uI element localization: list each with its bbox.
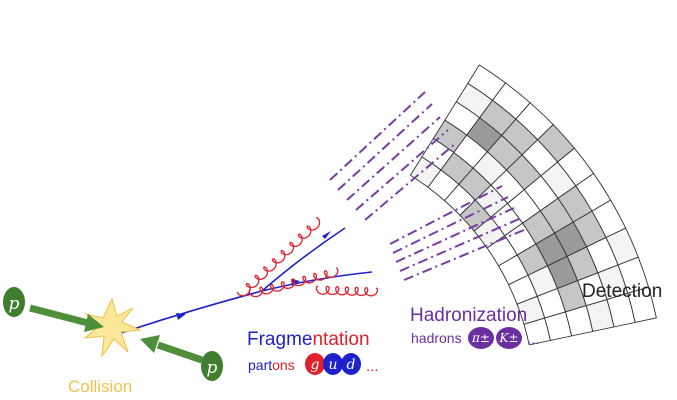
down-quark-badge: d <box>341 353 361 375</box>
proton-arrow-right <box>140 335 204 364</box>
up-quark-badge: u <box>323 353 343 375</box>
proton-left: p <box>3 287 25 317</box>
quark-arrowheads <box>176 231 331 320</box>
fragmentation-label-blue: Fragme <box>247 329 312 350</box>
gluon-curl <box>248 267 339 298</box>
partons-label: partons <box>248 357 295 373</box>
gluon-badge: g <box>305 353 325 375</box>
partons-label-red: ons <box>272 357 295 373</box>
hadron-jet-upper <box>329 91 457 221</box>
gluon-curl <box>315 285 379 297</box>
proton-arrow-left <box>29 304 104 332</box>
collision-label: Collision <box>68 377 132 396</box>
proton-left-label: p <box>9 294 20 314</box>
detection-label: Detection <box>582 281 662 302</box>
detector-cell <box>627 286 657 323</box>
pion-badge: π± <box>468 327 494 349</box>
hadrons-label: hadrons <box>411 330 462 346</box>
kaon-badge: K± <box>496 327 522 349</box>
hadrons-ellipsis: ... <box>527 331 540 348</box>
partons-ellipsis: ... <box>366 358 379 375</box>
down-quark-badge-label: d <box>347 357 356 373</box>
fragmentation-label: Fragmentation <box>247 329 370 350</box>
proton-right-label: p <box>207 358 218 378</box>
partons-label-blue: part <box>248 357 272 373</box>
pion-badge-label: π± <box>471 331 490 345</box>
gluon-curl <box>237 217 321 297</box>
fragmentation-label-red: ntation <box>312 329 369 350</box>
hadronization-label: Hadronization <box>410 305 527 326</box>
proton-right: p <box>201 351 223 381</box>
kaon-badge-label: K± <box>498 331 518 345</box>
up-quark-badge-label: u <box>328 357 337 373</box>
detector-grid <box>409 64 657 346</box>
gluon-badge-label: g <box>311 357 320 373</box>
quark-lines <box>111 227 373 337</box>
hadron-jet-lower <box>389 185 525 281</box>
gluon-curls <box>237 217 379 298</box>
